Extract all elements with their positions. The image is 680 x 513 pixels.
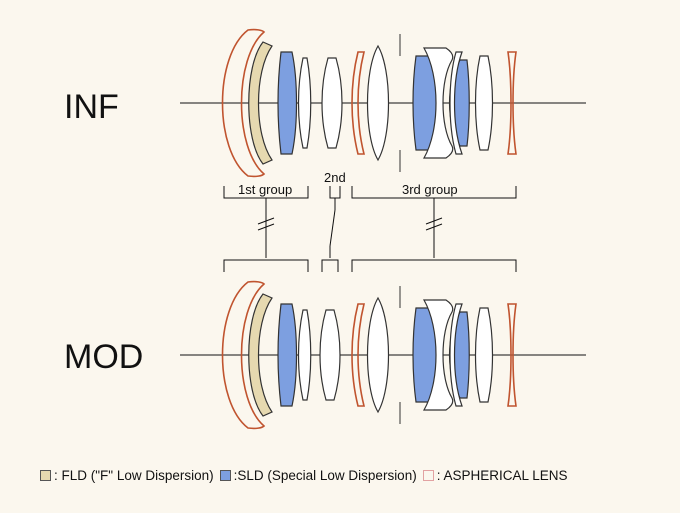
- inf-lens-7: [366, 44, 390, 162]
- mod-lens-5: [319, 309, 341, 401]
- group1-bottom-bracket: [223, 259, 309, 272]
- group2-top-bracket: [329, 186, 341, 199]
- inf-aspherical-lens-1: [221, 28, 266, 178]
- group-3-label: 3rd group: [402, 182, 458, 197]
- legend-aspherical-label: : ASPHERICAL LENS: [436, 468, 568, 483]
- mod-aspherical-lens-3: [507, 303, 517, 407]
- group2-bottom-bracket: [321, 259, 339, 272]
- group3-bottom-bracket: [351, 259, 517, 272]
- inf-sld-lens-1: [277, 51, 298, 155]
- sld-swatch: [219, 470, 231, 481]
- inf-lens-11: [449, 51, 463, 155]
- group-movement-diagram: 1st group 2nd 3rd group: [223, 170, 517, 272]
- inf-lens-assembly: INF: [64, 28, 586, 178]
- inf-lens-5: [321, 57, 343, 149]
- legend: : FLD ("F" Low Dispersion) :SLD (Special…: [40, 468, 574, 483]
- legend-item-fld: : FLD ("F" Low Dispersion): [40, 468, 214, 483]
- inf-lens-12: [474, 55, 494, 151]
- mod-lens-7: [366, 296, 390, 414]
- legend-fld-label: : FLD ("F" Low Dispersion): [54, 468, 214, 483]
- inf-label: INF: [64, 88, 119, 126]
- fld-swatch: [40, 470, 51, 481]
- inf-lens-9: [422, 47, 454, 159]
- group-2-label: 2nd: [324, 170, 346, 185]
- group2-movement-line-2: [329, 209, 336, 247]
- legend-sld-label: :SLD (Special Low Dispersion): [233, 468, 417, 483]
- group3-fixed-mark-2: [425, 223, 443, 231]
- mod-lens-9: [422, 299, 454, 411]
- mod-aspherical-lens-1: [221, 280, 266, 430]
- group1-fixed-mark-1: [257, 217, 275, 225]
- inf-aspherical-lens-3: [507, 51, 517, 155]
- mod-aspherical-lens-2: [351, 303, 366, 407]
- group-1-label: 1st group: [238, 182, 292, 197]
- legend-item-aspherical: : ASPHERICAL LENS: [422, 468, 568, 483]
- mod-fld-lens: [248, 293, 273, 417]
- mod-sld-lens-1: [277, 303, 298, 407]
- aspherical-swatch: [422, 470, 434, 481]
- group1-fixed-mark-2: [257, 223, 275, 231]
- mod-lens-4: [297, 309, 312, 401]
- mod-label: MOD: [64, 338, 143, 376]
- mod-lens-assembly: MOD: [64, 280, 586, 430]
- mod-lens-11: [449, 303, 463, 407]
- inf-aspherical-lens-2: [351, 51, 366, 155]
- inf-fld-lens: [248, 41, 273, 165]
- mod-lens-12: [474, 307, 494, 403]
- inf-lens-4: [297, 57, 312, 149]
- group3-fixed-mark-1: [425, 217, 443, 225]
- legend-item-sld: :SLD (Special Low Dispersion): [219, 468, 417, 483]
